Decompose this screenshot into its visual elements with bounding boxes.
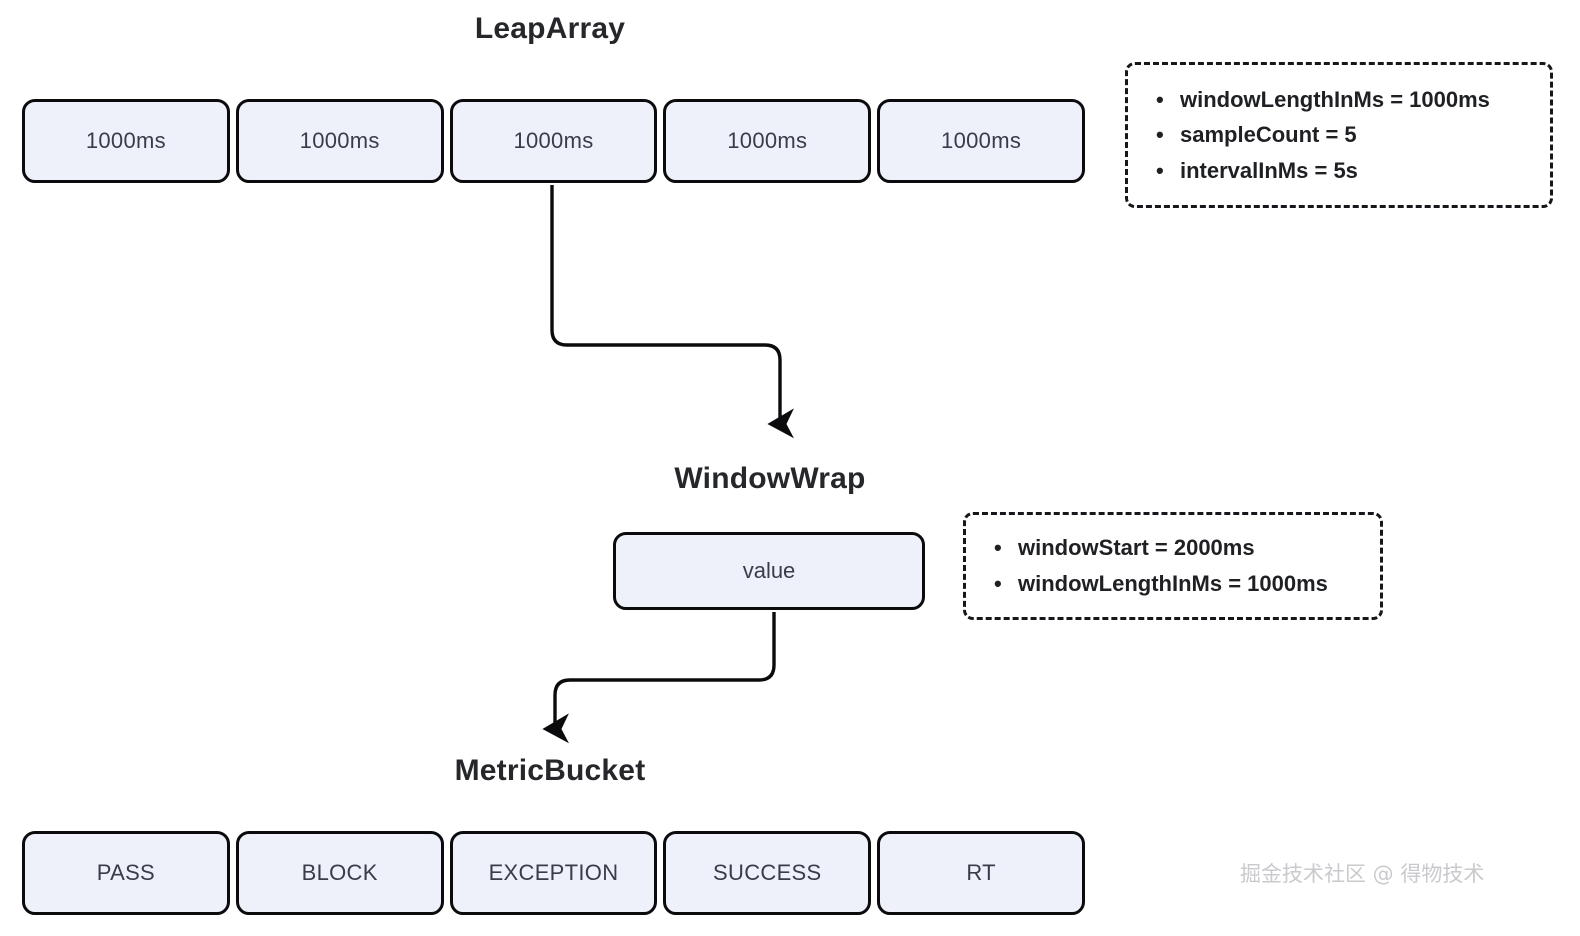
- window-wrap-note-text-1: windowStart = 2000ms: [1018, 535, 1255, 561]
- leap-array-bucket-5[interactable]: 1000ms: [877, 99, 1085, 183]
- leap-array-bucket-2[interactable]: 1000ms: [235, 99, 444, 183]
- leap-array-note-text-1: windowLengthInMs = 1000ms: [1180, 86, 1490, 112]
- window-wrap-title: WindowWrap: [674, 462, 866, 495]
- metric-bucket-title: MetricBucket: [454, 754, 646, 787]
- window-wrap-note: • windowStart = 2000ms • windowLengthInM…: [963, 512, 1383, 620]
- leap-array-bucket-3[interactable]: 1000ms: [449, 99, 658, 183]
- metric-bucket-cell-success[interactable]: SUCCESS: [663, 831, 872, 915]
- metric-bucket-cell-pass[interactable]: PASS: [22, 831, 230, 915]
- leap-array-note-text-3: intervalInMs = 5s: [1180, 157, 1358, 183]
- arrow-windowwrap-to-metricbucket: [542, 612, 776, 744]
- leap-array-note-item-1: • windowLengthInMs = 1000ms: [1156, 82, 1550, 118]
- metric-bucket-row: PASS BLOCK EXCEPTION SUCCESS RT: [22, 831, 1085, 915]
- watermark: 掘金技术社区 @ 得物技术: [1240, 862, 1485, 886]
- leap-array-note: • windowLengthInMs = 1000ms • sampleCoun…: [1125, 62, 1553, 208]
- bullet-icon: •: [1156, 157, 1164, 183]
- leap-array-note-text-2: sampleCount = 5: [1180, 122, 1357, 148]
- bullet-icon: •: [1156, 122, 1164, 148]
- bullet-icon: •: [1156, 86, 1164, 112]
- metric-bucket-cell-block[interactable]: BLOCK: [235, 831, 444, 915]
- window-wrap-note-text-2: windowLengthInMs = 1000ms: [1018, 571, 1328, 596]
- window-wrap-note-item-1: • windowStart = 2000ms: [994, 530, 1380, 566]
- metric-bucket-cell-rt[interactable]: RT: [877, 831, 1085, 915]
- leap-array-note-item-2: • sampleCount = 5: [1156, 117, 1550, 153]
- metric-bucket-cell-exception[interactable]: EXCEPTION: [449, 831, 658, 915]
- leap-array-bucket-1[interactable]: 1000ms: [22, 99, 230, 183]
- window-wrap-value-box[interactable]: value: [613, 532, 925, 610]
- window-wrap-note-item-2: • windowLengthInMs = 1000ms: [994, 566, 1380, 602]
- bullet-icon: •: [994, 571, 1002, 596]
- leap-array-bucket-row: 1000ms 1000ms 1000ms 1000ms 1000ms: [22, 99, 1085, 183]
- arrow-leaparray-to-windowwrap: [550, 185, 794, 439]
- leap-array-title: LeapArray: [474, 12, 626, 45]
- leap-array-bucket-4[interactable]: 1000ms: [663, 99, 872, 183]
- bullet-icon: •: [994, 535, 1002, 561]
- leap-array-note-item-3: • intervalInMs = 5s: [1156, 153, 1550, 189]
